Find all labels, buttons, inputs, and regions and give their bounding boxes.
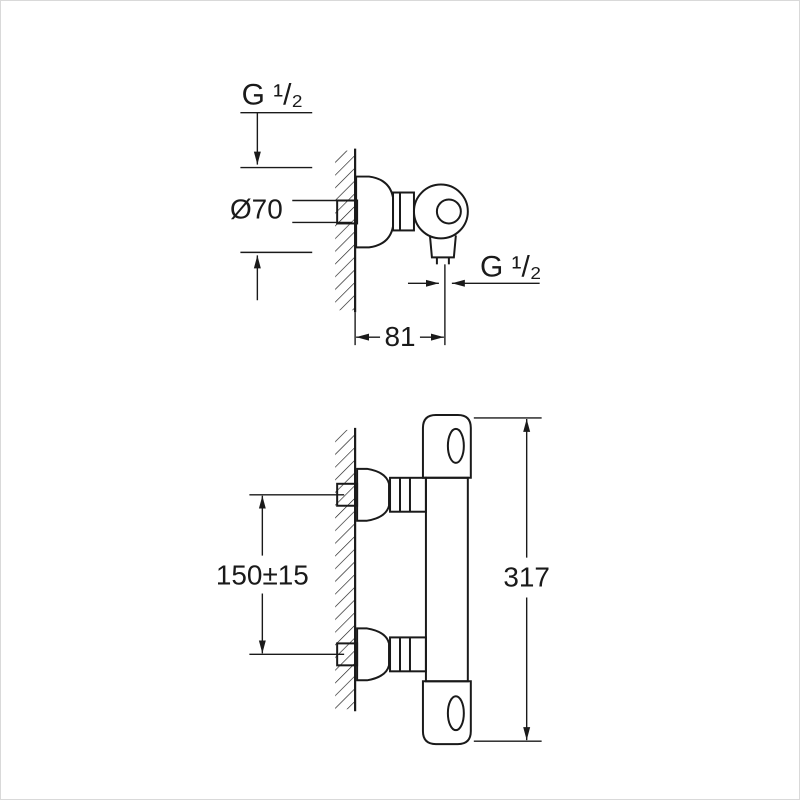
mixer-body bbox=[424, 476, 469, 683]
escutcheon-lower bbox=[356, 627, 391, 682]
mixer-top-cap bbox=[421, 413, 472, 479]
inlet-thread-label: G ¹/₂ bbox=[242, 79, 303, 112]
outlet-thread-label: G ¹/₂ bbox=[480, 250, 541, 283]
union-nut-upper bbox=[389, 476, 427, 513]
handle-knob-circle bbox=[435, 198, 462, 225]
escutcheon-diameter-label: Ø70 bbox=[230, 193, 283, 224]
escutcheon-upper bbox=[356, 467, 391, 522]
top-view-dimensions bbox=[240, 112, 540, 346]
top-view: G ¹/₂ Ø70 81 G ¹/₂ bbox=[230, 79, 541, 352]
top-view-product bbox=[335, 148, 469, 313]
outlet-port bbox=[428, 235, 457, 259]
front-view: 150±15 317 bbox=[216, 413, 550, 746]
valve-body-circle bbox=[412, 183, 469, 240]
front-view-product bbox=[335, 413, 472, 746]
escutcheon-top-view bbox=[355, 175, 395, 249]
overall-height-label: 317 bbox=[503, 562, 550, 593]
wall-hatching-top-view bbox=[335, 150, 356, 311]
bottom-cap-highlight bbox=[446, 695, 465, 732]
wall-hatching-front-view bbox=[335, 429, 356, 710]
top-cap-highlight bbox=[446, 427, 465, 464]
front-view-dimensions bbox=[249, 417, 542, 742]
mixer-bottom-cap bbox=[421, 680, 472, 746]
union-nut-top-view bbox=[392, 191, 415, 232]
inlet-spacing-label: 150±15 bbox=[216, 560, 309, 591]
union-nut-lower bbox=[389, 636, 427, 673]
wall-distance-label: 81 bbox=[384, 321, 415, 352]
